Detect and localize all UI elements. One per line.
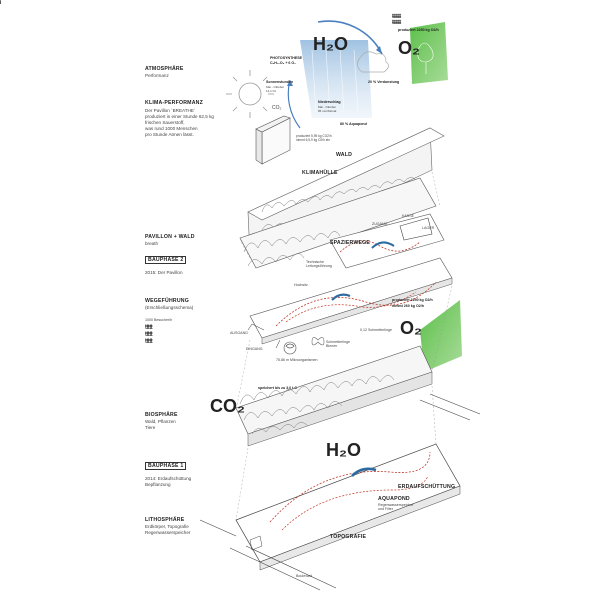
bauphase2-badge: BAUPHASE 2 bbox=[145, 256, 187, 264]
technik-label: Technische Leitungsführung bbox=[306, 260, 332, 269]
butterfly-icon bbox=[311, 337, 325, 346]
lithosphaere-title: LITHOSPHÄRE bbox=[145, 517, 185, 523]
photosynthese-title: PHOTOSYNTHESE bbox=[270, 56, 303, 60]
people-icon bbox=[0, 0, 1, 4]
co2-top-label: CO₂ bbox=[272, 105, 282, 111]
hochsitz-label: Hochsitz bbox=[294, 283, 308, 287]
lager-label: LAGER bbox=[422, 226, 435, 230]
water-cycle-arc bbox=[317, 20, 383, 55]
klima-line: was rund 1000 Menschen bbox=[145, 126, 198, 131]
co2-note: produziert 5,95 kg CO2/h nimmt 6,5-9 kg … bbox=[296, 134, 332, 142]
nimmt-mid: nimmt 260 kg O2/h bbox=[392, 304, 424, 308]
klima-text: Der Pavillon `BREATHE` produziert in ein… bbox=[145, 108, 255, 138]
produziert-mid: produziert 2250 kg O2/h bbox=[392, 298, 433, 302]
biosphaere-title: BIOSPHÄRE bbox=[145, 412, 178, 418]
ausgang-label: AUSGANG bbox=[230, 331, 248, 335]
lithosphaere-line: Regenwasserspeicher bbox=[145, 530, 191, 535]
klima-line: Der Pavillon `BREATHE` bbox=[145, 108, 196, 113]
niederschlag-line: 85 mm/Monat bbox=[318, 108, 337, 113]
technik-line: Leitungsführung bbox=[306, 264, 332, 269]
aquapond-sub: Regenwasserspeicher und Filter bbox=[378, 503, 414, 512]
wege-title: WEGEFÜHRUNG bbox=[145, 298, 189, 304]
lithosphaere-layer bbox=[199, 393, 481, 591]
mikroorganismen-label: 75.86 m Mikroorganismen bbox=[276, 358, 318, 362]
sonnenstunden-line: 12,1 h/t bbox=[266, 88, 277, 93]
biosphaere-line: Wald, Pflanzen bbox=[145, 419, 176, 424]
verdunstung-label: 20 % Verdunstung bbox=[368, 80, 400, 84]
co2-mid-label: CO₂ bbox=[210, 396, 245, 416]
bauphase1-line: 2014: Erdaufschüttung bbox=[145, 476, 192, 481]
photosynthese-formula: C₆H₁₂O₆ + 6 O₂ bbox=[270, 61, 296, 65]
klima-title: KLIMA-PERFORMANZ bbox=[145, 100, 203, 106]
schmetterlinge-label: Schmetterlinge Bienen bbox=[326, 340, 350, 349]
zugang-label: ZUGANG bbox=[372, 222, 388, 226]
klima-line: pro Stunde Atmen lässt. bbox=[145, 132, 194, 137]
biosphaere-text: Wald, Pflanzen Tiere bbox=[145, 419, 176, 431]
bauphase1-line: Bepflanzung bbox=[145, 482, 171, 487]
eingang-label: EINGANG bbox=[246, 347, 263, 351]
co2-note-line: produziert 5,95 kg CO2/h bbox=[296, 134, 332, 138]
aquapond-pct-label: 80 % Aquapond bbox=[340, 122, 367, 126]
niederschlag-label: Niederschlag bbox=[318, 100, 341, 104]
h2o-bottom-label: H₂O bbox=[326, 440, 361, 460]
wege-subtitle: (Erschließungsschema) bbox=[145, 305, 194, 310]
biosphaere-layer bbox=[235, 345, 433, 447]
kasse-label: KASSE bbox=[402, 214, 414, 218]
co2-note-line: nimmt 6,5-9 kg O2/h ein bbox=[296, 138, 331, 142]
sonnenstunden-sub: Mai - Oktober 12,1 h/t bbox=[266, 85, 285, 93]
atmosphaere-title: ATMOSPHÄRE bbox=[145, 66, 184, 72]
niederschlag-sub: Mai - Oktober 85 mm/Monat bbox=[318, 105, 337, 113]
niederschlag-line: Mai - Oktober bbox=[318, 105, 337, 109]
boulevard-label: Boulevard bbox=[296, 574, 313, 578]
aquapond-line: und Filter bbox=[378, 507, 393, 512]
biosphaere-line: Tiere bbox=[145, 425, 156, 430]
sun-icon bbox=[226, 70, 274, 118]
aquapond-label: AQUAPOND bbox=[378, 496, 410, 502]
o2-green-block bbox=[410, 22, 448, 84]
o2-top-label: O₂ bbox=[398, 38, 420, 58]
o2-mid-label: O₂ bbox=[400, 318, 422, 338]
wege-count: 1000 Besucher/h bbox=[145, 318, 173, 322]
wegefuehrung-layer bbox=[247, 257, 453, 349]
atmosphaere-subtitle: Performanz bbox=[145, 73, 169, 78]
sonnenstunden-label: Sonnenstunden bbox=[266, 80, 294, 84]
bauphase1-text: 2014: Erdaufschüttung Bepflanzung bbox=[145, 476, 191, 488]
speichert-label: speichert bis zu 3,6 t C bbox=[258, 386, 297, 390]
aquapond-line: Regenwasserspeicher bbox=[378, 503, 414, 507]
pavillon-title: PAVILLON + WALD bbox=[145, 234, 195, 240]
schmetterlinge-line: Bienen bbox=[326, 344, 338, 349]
produziert-o2-top: produziert 2250 kg O2/h bbox=[398, 28, 439, 32]
bauphase1-badge: BAUPHASE 1 bbox=[145, 462, 187, 470]
pavillon-layer bbox=[239, 177, 445, 269]
technik-line: Technische bbox=[306, 260, 324, 264]
lithosphaere-text: Erdkörper, Topografie Regenwasserspeiche… bbox=[145, 524, 190, 536]
klima-line: produziert in einer Stunde 62,5 kg bbox=[145, 114, 214, 119]
sonnenstunden-line: Mai - Oktober bbox=[266, 85, 285, 89]
lithosphaere-line: Erdkörper, Topografie bbox=[145, 524, 189, 529]
pavillon-subtitle: breath bbox=[145, 241, 159, 246]
microorganism-icon bbox=[283, 341, 297, 355]
bauphase2-text: 2015: Der Pavillon bbox=[145, 270, 183, 275]
layer-connectors bbox=[235, 171, 453, 521]
spazierwege-label: SPAZIERWEGE bbox=[330, 240, 371, 246]
klima-line: frischen Sauerstoff, bbox=[145, 120, 185, 125]
schmetterlinge-count: 0,12 Schmetterlinge bbox=[360, 328, 392, 332]
topografie-label: TOPOGRAFIE bbox=[330, 534, 367, 540]
wald-label: WALD bbox=[336, 152, 353, 158]
erdaufschuettung-label: ERDAUFSCHÜTTUNG bbox=[398, 484, 456, 490]
schmetterlinge-line: Schmetterlinge bbox=[326, 340, 350, 344]
h2o-top-label: H₂O bbox=[313, 34, 348, 54]
o2-green-block-mid bbox=[420, 300, 462, 372]
rain-cloud-icon bbox=[300, 40, 389, 118]
atmosphere-building bbox=[255, 115, 291, 165]
klimahuelle-label: KLIMAHÜLLE bbox=[302, 170, 338, 176]
